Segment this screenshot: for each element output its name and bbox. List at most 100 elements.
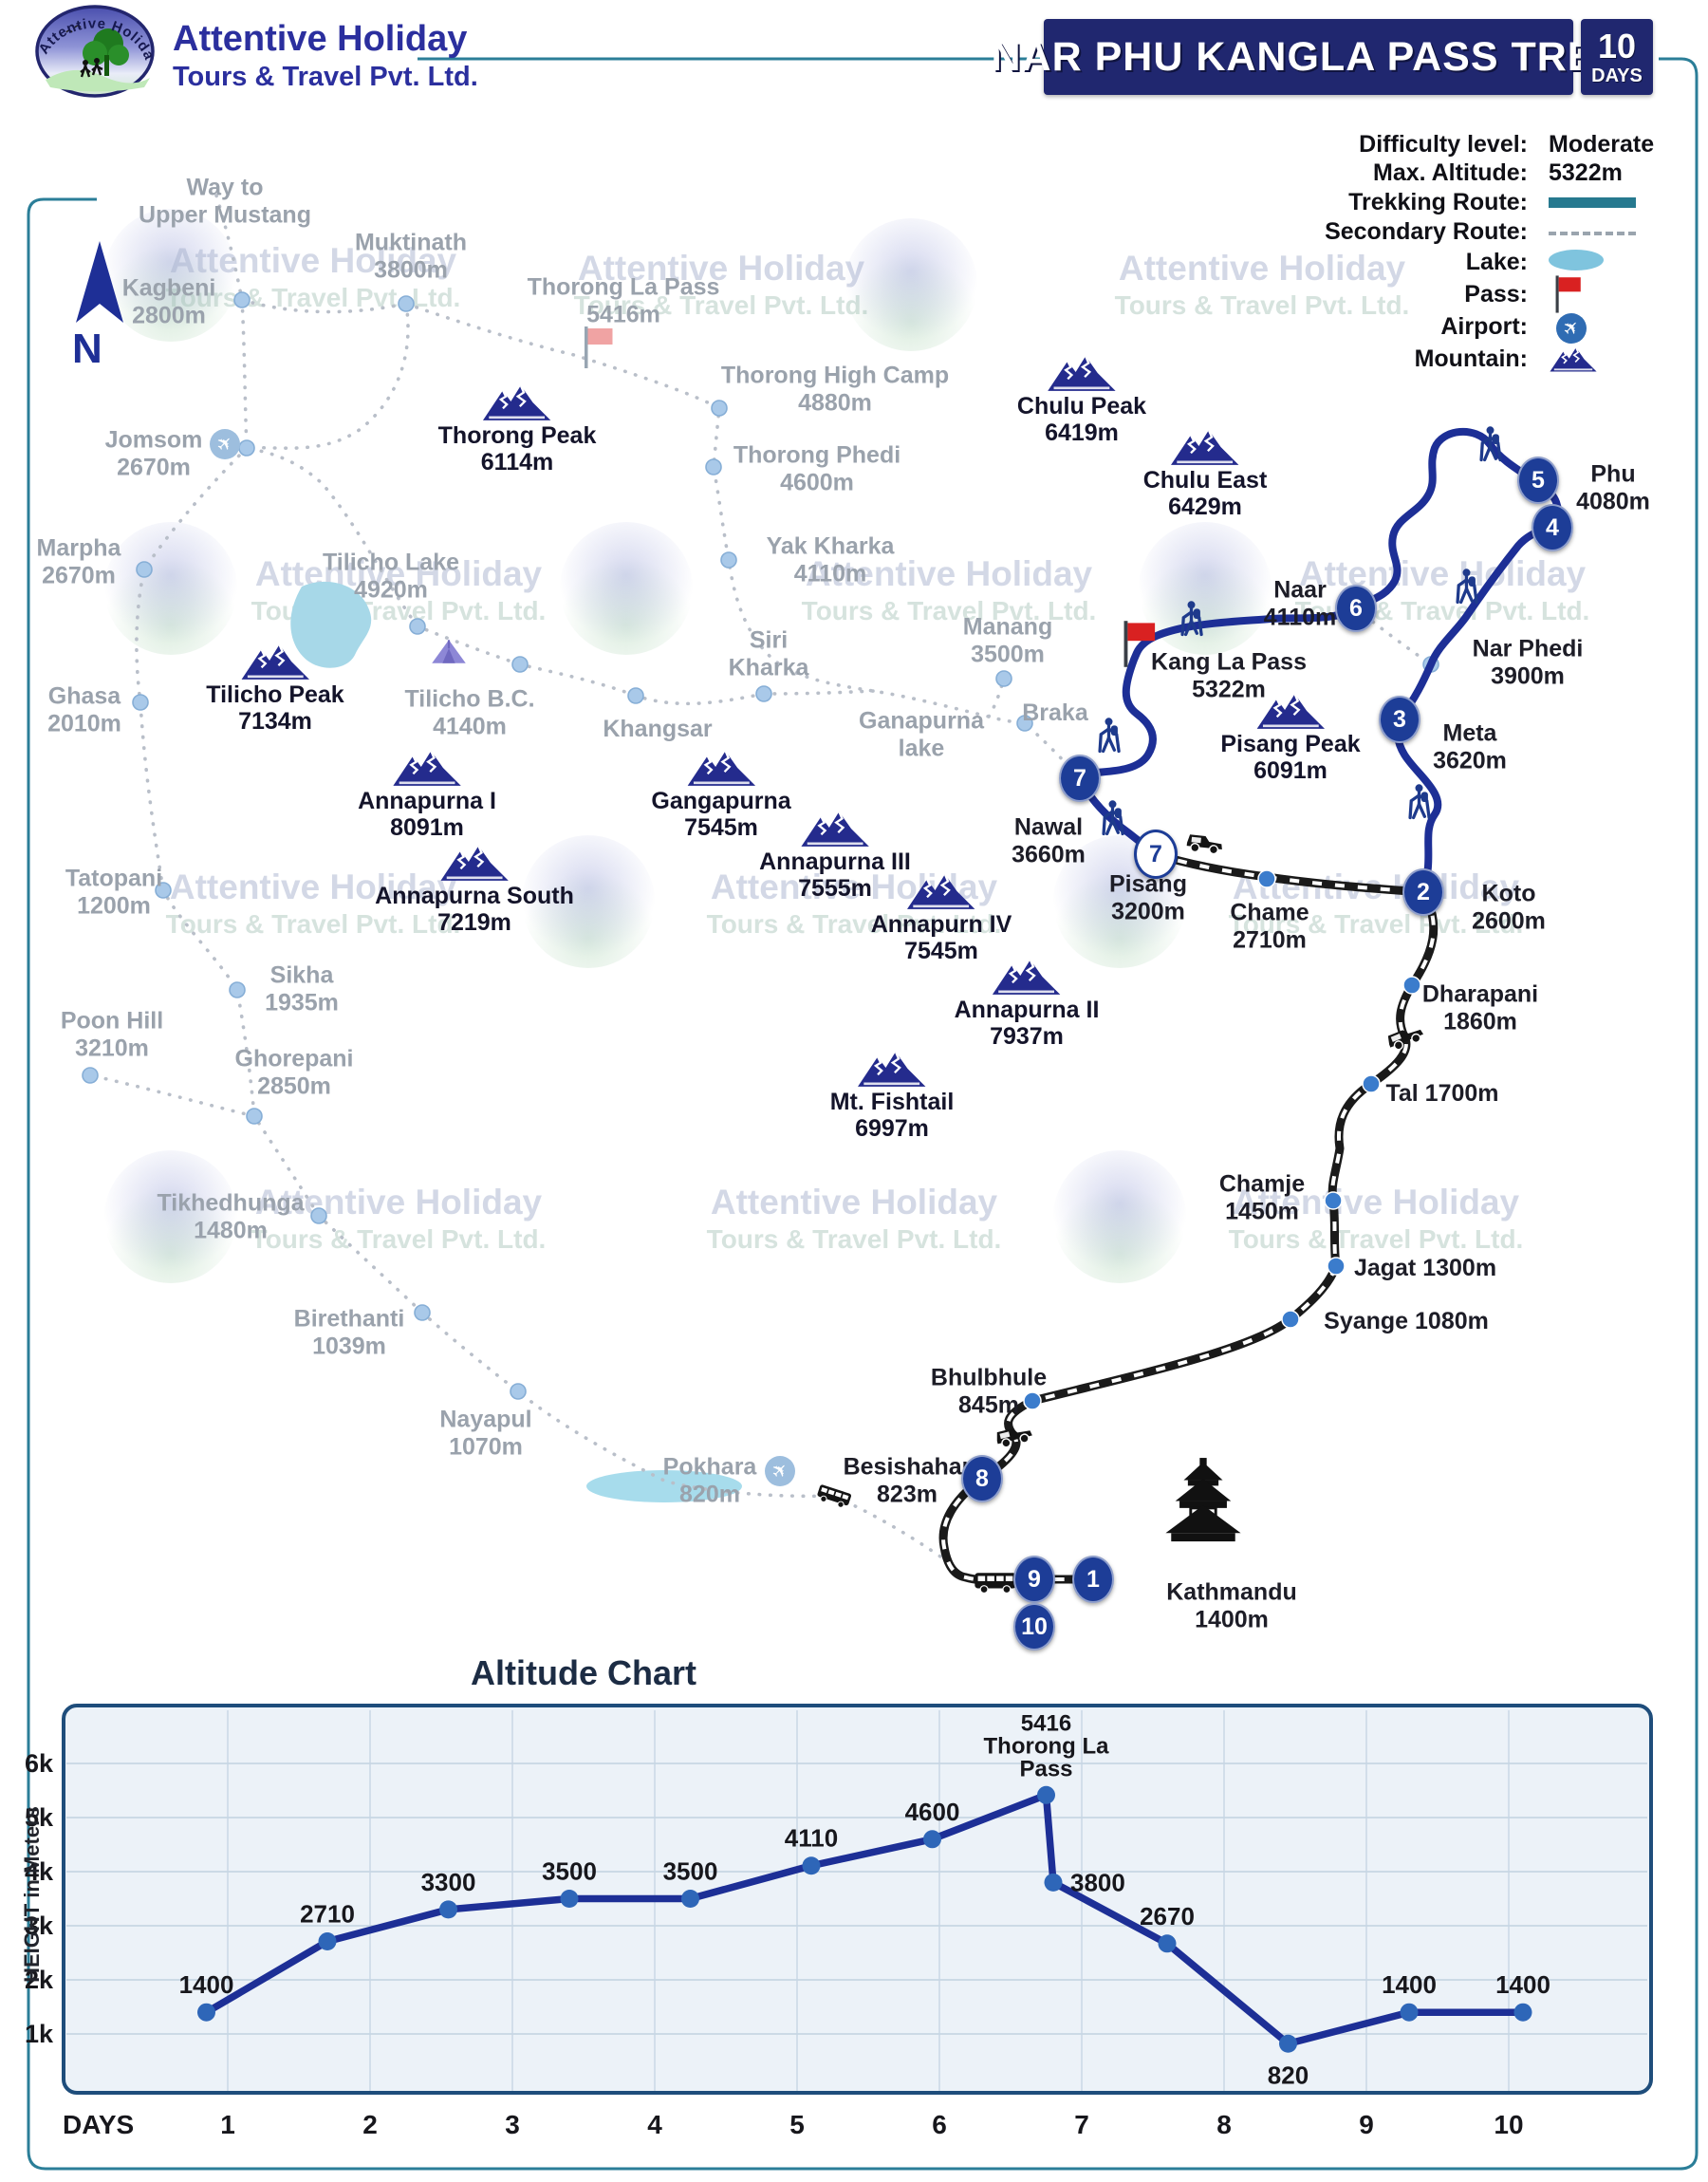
mountain-icon <box>391 748 463 788</box>
watermark-logo <box>560 522 693 655</box>
mountain-icon <box>438 843 511 883</box>
brand-line1: Attentive Holiday <box>173 19 468 59</box>
company-logo: Attentive Holiday <box>25 4 169 99</box>
svg-text:4110: 4110 <box>785 1824 838 1853</box>
svg-text:1: 1 <box>220 2110 235 2139</box>
svg-text:2710: 2710 <box>300 1900 355 1929</box>
secondary-route-swatch <box>1549 232 1636 235</box>
mountain-icon <box>1046 353 1118 393</box>
mountain-icon <box>1169 427 1241 467</box>
pokhara-airport-icon: ✈ <box>765 1456 795 1486</box>
svg-text:5416: 5416 <box>1021 1710 1071 1736</box>
legend-altitude-value: 5322m <box>1549 159 1623 186</box>
day-marker-2: 2 <box>1402 868 1444 916</box>
legend-difficulty-value: Moderate <box>1549 131 1655 158</box>
mountain-icon <box>905 871 977 911</box>
day-marker-1: 1 <box>1072 1556 1114 1603</box>
mountain-icon <box>481 382 553 422</box>
svg-text:3: 3 <box>505 2110 520 2139</box>
days-number: 10 <box>1597 26 1637 65</box>
mountain-icon <box>685 748 757 788</box>
trek-title-banner: NAR PHU KANGLA PASS TREK <box>991 19 1625 95</box>
svg-text:2: 2 <box>362 2110 378 2139</box>
svg-text:3500: 3500 <box>542 1857 597 1886</box>
watermark-logo <box>845 218 977 351</box>
svg-text:8: 8 <box>1216 2110 1232 2139</box>
mountain-icon <box>239 642 311 681</box>
pisang-day-marker-7: 7 <box>1134 830 1178 879</box>
chart-y-axis-label: HEIGHT in Meters <box>20 1806 44 1983</box>
airport-icon: ✈ <box>1556 313 1587 344</box>
svg-text:6: 6 <box>932 2110 947 2139</box>
chart-title: Altitude Chart <box>471 1653 696 1692</box>
svg-text:3300: 3300 <box>421 1868 476 1896</box>
tent-icon <box>431 639 467 664</box>
watermark-logo <box>104 522 237 655</box>
map-label-khangsar: Khangsar <box>603 715 713 742</box>
days-word: DAYS <box>1591 65 1643 86</box>
trekking-route-swatch <box>1549 197 1636 208</box>
day-marker-10: 10 <box>1013 1603 1055 1650</box>
svg-text:Thorong La: Thorong La <box>984 1733 1110 1759</box>
north-label: N <box>72 326 102 372</box>
map-label-syange: Syange 1080m <box>1324 1307 1489 1334</box>
svg-text:1400: 1400 <box>1495 1970 1550 1999</box>
svg-text:1400: 1400 <box>179 1970 234 1999</box>
map-label-tilicho-bc: Tilicho B.C.4140m <box>404 685 535 740</box>
svg-text:820: 820 <box>1268 2061 1309 2089</box>
legend-secondary-label: Secondary Route: <box>1325 218 1528 245</box>
svg-text:DAYS: DAYS <box>63 2110 134 2139</box>
svg-text:4600: 4600 <box>905 1798 960 1826</box>
svg-text:9: 9 <box>1359 2110 1374 2139</box>
watermark-logo <box>1053 1150 1186 1283</box>
legend-pass-label: Pass: <box>1464 281 1528 308</box>
day-marker-4: 4 <box>1532 504 1573 551</box>
day-marker-3: 3 <box>1379 696 1420 743</box>
legend-altitude-label: Max. Altitude: <box>1373 159 1528 186</box>
legend-lake-label: Lake: <box>1465 249 1528 275</box>
map-label-jagat: Jagat 1300m <box>1353 1254 1497 1281</box>
legend-mountain-label: Mountain: <box>1414 345 1528 372</box>
mountain-icon <box>856 1049 928 1089</box>
pass-flag-icon <box>1552 273 1583 315</box>
svg-text:3800: 3800 <box>1070 1868 1125 1896</box>
legend-airport-label: Airport: <box>1440 313 1528 340</box>
days-badge: 10 DAYS <box>1581 19 1653 95</box>
thorong-la-pass-flag <box>585 326 613 368</box>
brand-line2: Tours & Travel Pvt. Ltd. <box>173 61 478 92</box>
day-marker-5: 5 <box>1517 457 1559 504</box>
